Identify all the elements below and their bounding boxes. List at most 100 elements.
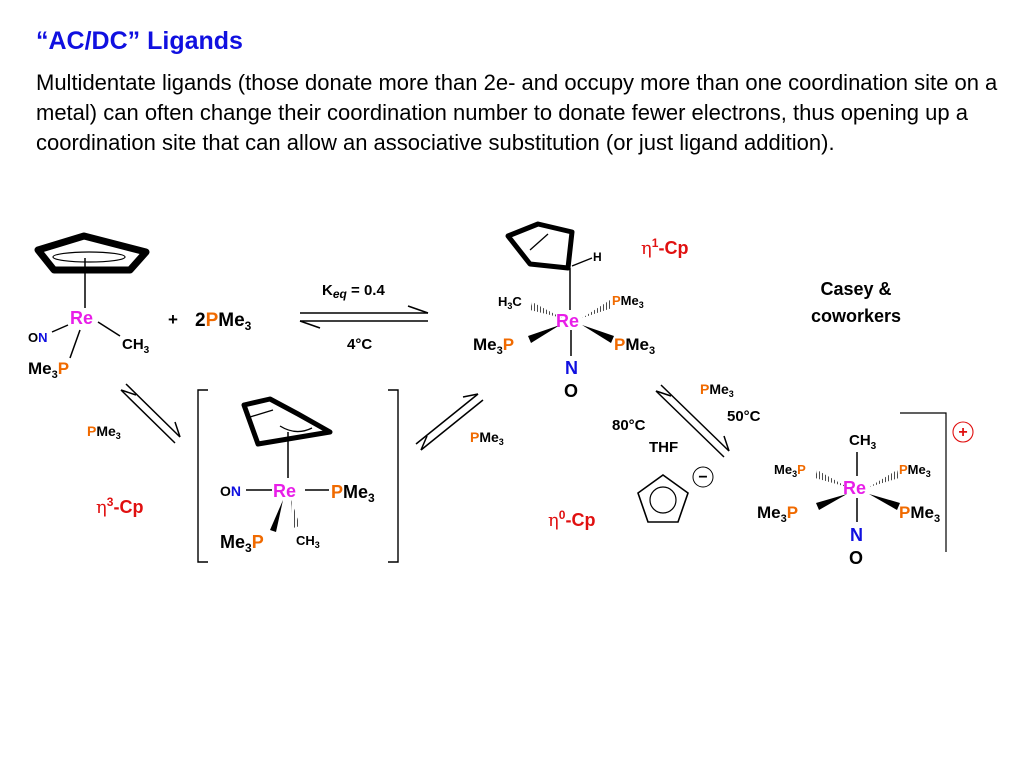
bracket-right <box>388 389 399 563</box>
plus-sign: + <box>168 310 178 329</box>
bond-c-h <box>571 257 593 267</box>
label-h3c: H3C <box>498 294 522 311</box>
credit-line2: coworkers <box>811 306 901 326</box>
sub-3: 3 <box>116 431 121 441</box>
sym-me: Me <box>757 503 781 522</box>
compound-eta3-cp: Re ON PMe3 Me3P CH3 <box>220 396 375 555</box>
label-me3p-small: Me3P <box>774 462 806 479</box>
label-me3p: Me3P <box>757 503 798 525</box>
label-pme3: PMe3 <box>614 335 655 357</box>
eta-symbol: η <box>548 510 559 531</box>
sym-p: P <box>331 482 343 502</box>
atom-re: Re <box>556 311 579 331</box>
credit-line1: Casey & <box>820 279 891 299</box>
label-ch3: CH3 <box>296 533 320 550</box>
cp-anion-ring <box>637 474 689 523</box>
temp-50c: 50°C <box>727 408 761 425</box>
sym-n: N <box>231 483 241 499</box>
slide-title: “AC/DC” Ligands <box>36 27 243 55</box>
sub-3: 3 <box>245 319 252 333</box>
sub-3: 3 <box>497 345 503 357</box>
label-pme3: PMe3 <box>899 503 940 525</box>
sym-me: Me <box>220 532 245 552</box>
hash-bond-pme3 <box>582 300 612 318</box>
bond-re-no <box>51 324 69 333</box>
negative-charge-circle <box>692 466 714 488</box>
temp-4c: 4°C <box>347 336 372 353</box>
ring-double-bond <box>249 409 274 418</box>
keq-label: Keq = 0.4 <box>322 282 385 301</box>
temp-80c: 80°C <box>612 417 646 434</box>
equilibrium-arrow-middle <box>415 393 484 451</box>
atom-n: N <box>850 525 863 545</box>
sym-me: Me <box>625 335 649 354</box>
sym-p: P <box>899 462 908 477</box>
cp-ring-circle <box>52 251 126 263</box>
sub-3: 3 <box>639 300 644 310</box>
eta3-sup: 3 <box>107 495 114 509</box>
sym-p: P <box>700 381 709 397</box>
compound-eta1-cp: H Re H3C PMe3 Me3P PMe3 N O <box>473 221 655 401</box>
atom-h: H <box>593 250 602 264</box>
hapticity-eta3: η3-Cp <box>96 495 143 518</box>
coefficient: 2 <box>195 310 206 331</box>
label-me3p: Me3P <box>473 335 514 357</box>
eta0-sup: 0 <box>559 508 566 522</box>
keq-value: = 0.4 <box>347 282 386 299</box>
hash-bond-h3c <box>530 302 562 318</box>
compound-eta5-cp: Re CH3 ON Me3P <box>28 232 150 381</box>
atom-re: Re <box>843 478 866 498</box>
bracket-cation <box>900 412 947 552</box>
sym-ch: CH <box>849 432 871 449</box>
bond-re-ch3 <box>97 321 121 337</box>
eta0-suffix: -Cp <box>565 510 595 530</box>
sym-c: C <box>512 294 522 309</box>
sym-me: Me <box>343 482 368 502</box>
slide-body: Multidentate ligands (those donate more … <box>36 70 998 155</box>
sym-h: H <box>498 294 507 309</box>
sub-3: 3 <box>792 469 797 479</box>
atom-o: O <box>849 548 863 568</box>
sub-3: 3 <box>729 389 734 399</box>
sym-me: Me <box>774 462 792 477</box>
sym-me: Me <box>709 381 729 397</box>
sub-3: 3 <box>781 513 787 525</box>
reagent-2pme3: 2PMe3 <box>195 310 252 333</box>
sub-3: 3 <box>649 345 655 357</box>
wedge-bond-left <box>816 494 847 510</box>
sub-3: 3 <box>934 513 940 525</box>
label-on: ON <box>28 330 48 345</box>
hash-bond-ch3 <box>291 500 300 528</box>
allyl-arc <box>279 425 313 433</box>
hash-bond-left <box>815 470 847 487</box>
sym-ch: CH <box>122 336 144 353</box>
atom-re: Re <box>70 308 93 328</box>
negative-charge: − <box>698 469 707 486</box>
wedge-bond-right <box>582 325 614 343</box>
atom-re: Re <box>273 481 296 501</box>
hapticity-eta1: η1-Cp <box>641 236 688 259</box>
cp-anion-aromatic-circle <box>649 486 677 514</box>
solvent-thf: THF <box>649 439 678 456</box>
equilibrium-arrow-right <box>655 384 730 458</box>
sub-3: 3 <box>499 437 504 447</box>
atom-o: O <box>564 381 578 401</box>
sub-3: 3 <box>368 491 375 505</box>
wedge-bond-p <box>270 500 283 532</box>
label-on: ON <box>220 483 241 499</box>
equilibrium-arrow-main <box>299 305 429 329</box>
sym-me: Me <box>910 503 934 522</box>
ring-double-bond <box>529 233 549 251</box>
sub-3: 3 <box>507 301 512 311</box>
sym-p: P <box>797 462 806 477</box>
sym-me: Me <box>473 335 497 354</box>
sub-3: 3 <box>245 541 252 555</box>
sym-p: P <box>503 335 514 354</box>
sym-me: Me <box>479 429 499 445</box>
sym-me: Me <box>218 310 244 331</box>
sym-n: N <box>38 330 47 345</box>
eta3-suffix: -Cp <box>113 497 143 517</box>
sym-me: Me <box>96 423 116 439</box>
label-pme3-right: PMe3 <box>700 381 734 399</box>
